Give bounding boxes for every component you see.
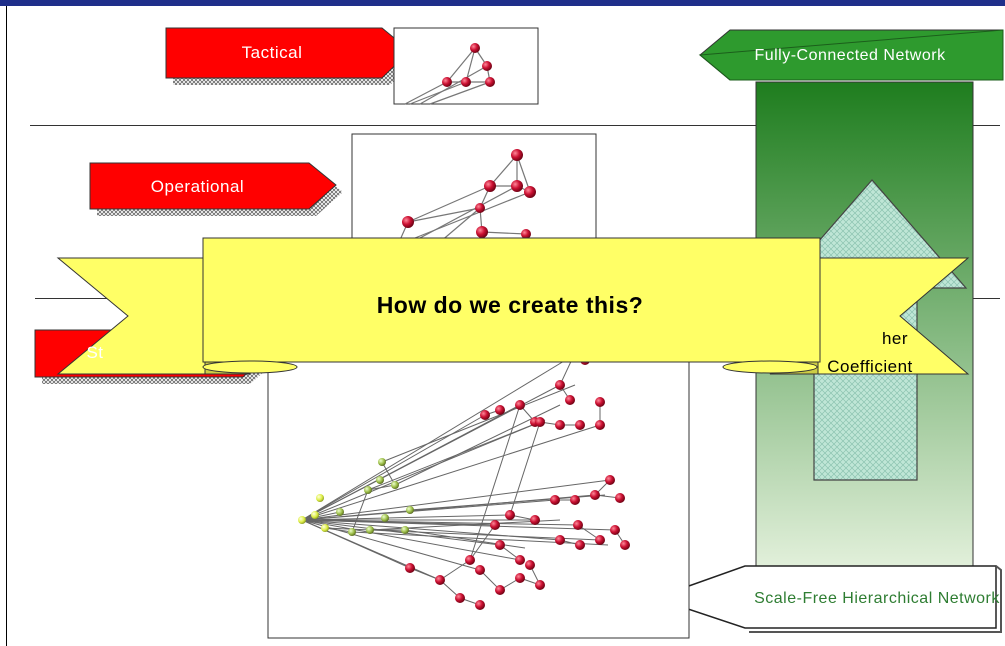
fully-connected-label: Fully-Connected Network bbox=[754, 46, 946, 64]
clustering-line2: Coefficient bbox=[827, 357, 913, 376]
question-banner bbox=[56, 237, 970, 375]
operational-label: Operational bbox=[150, 176, 245, 196]
banner-question: How do we create this? bbox=[376, 291, 644, 318]
tactical-label: Tactical bbox=[241, 42, 303, 62]
operational-network-icon bbox=[399, 154, 531, 243]
left-border bbox=[6, 6, 7, 646]
clustering-line1: her bbox=[881, 329, 909, 348]
strategic-network-frame bbox=[267, 309, 690, 639]
title-bar bbox=[0, 0, 1005, 6]
strategic-label: St bbox=[86, 342, 104, 362]
tactical-network-icon bbox=[404, 47, 491, 105]
divider-top bbox=[30, 125, 1000, 126]
clustering-label: her Coefficient bbox=[770, 308, 950, 398]
tactical-network-frame bbox=[393, 27, 539, 105]
operational-arrow bbox=[89, 162, 343, 216]
scale-free-label: Scale-Free Hierarchical Network bbox=[754, 589, 1000, 607]
